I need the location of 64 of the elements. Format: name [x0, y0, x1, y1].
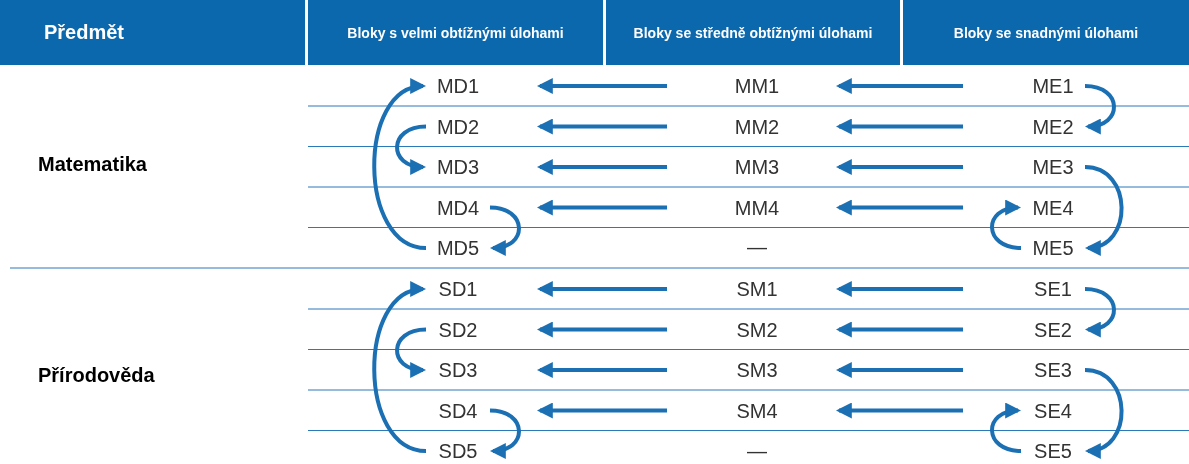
arrow: [1084, 84, 1116, 134]
block-code: SE1: [1023, 276, 1083, 302]
arrow: [489, 205, 521, 255]
block-code: SM2: [727, 316, 787, 343]
arrow: [835, 362, 963, 378]
block-code: MM3: [727, 154, 787, 180]
block-code: SE2: [1023, 316, 1083, 343]
arrow: [990, 403, 1022, 453]
block-code: SE4: [1023, 397, 1083, 424]
column-header: Bloky se středně obtížnými úlohami: [606, 0, 900, 65]
arrow: [536, 281, 667, 297]
dash-mark: —: [746, 440, 768, 463]
arrow: [835, 159, 963, 175]
block-code: SM1: [727, 276, 787, 302]
block-code: MM4: [727, 194, 787, 221]
block-code: MD5: [428, 235, 488, 261]
arrow: [489, 408, 521, 458]
block-code: MD4: [428, 194, 488, 221]
block-code: SM4: [727, 397, 787, 424]
arrow: [1084, 287, 1116, 337]
arrow: [536, 362, 667, 378]
arrow: [1084, 165, 1124, 254]
arrow: [835, 402, 963, 419]
block-code: SM3: [727, 357, 787, 383]
arrow: [835, 118, 963, 135]
block-code: SD5: [428, 438, 488, 464]
arrow: [1084, 368, 1124, 457]
subject-label: Přírodověda: [38, 364, 155, 387]
column-header: Předmět: [0, 0, 305, 65]
arrow: [395, 124, 427, 174]
arrow: [372, 80, 427, 250]
arrow: [835, 281, 963, 297]
arrow: [536, 402, 667, 419]
dash-mark: —: [746, 236, 768, 259]
block-code: SD4: [428, 397, 488, 424]
column-header: Bloky s velmi obtížnými úlohami: [308, 0, 603, 65]
block-code: SD1: [428, 276, 488, 302]
column-header: Bloky se snadnými úlohami: [903, 0, 1189, 65]
block-code: ME5: [1023, 235, 1083, 261]
block-code: SD2: [428, 316, 488, 343]
block-code: SE3: [1023, 357, 1083, 383]
subject-label: Matematika: [38, 153, 147, 176]
block-code: ME4: [1023, 194, 1083, 221]
arrow: [536, 199, 667, 216]
block-code: MD2: [428, 113, 488, 140]
block-code: MM2: [727, 113, 787, 140]
arrow: [536, 78, 667, 94]
block-code: ME2: [1023, 113, 1083, 140]
arrow: [835, 321, 963, 338]
arrow: [536, 118, 667, 135]
arrow: [395, 327, 427, 377]
arrow: [536, 159, 667, 175]
block-code: ME3: [1023, 154, 1083, 180]
block-code: ME1: [1023, 73, 1083, 99]
arrow: [835, 78, 963, 94]
arrow: [536, 321, 667, 338]
block-code: SD3: [428, 357, 488, 383]
block-code: MM1: [727, 73, 787, 99]
block-code: MD3: [428, 154, 488, 180]
block-code: SE5: [1023, 438, 1083, 464]
arrow: [835, 199, 963, 216]
block-code: MD1: [428, 73, 488, 99]
arrow: [372, 283, 427, 453]
arrow: [990, 200, 1022, 250]
